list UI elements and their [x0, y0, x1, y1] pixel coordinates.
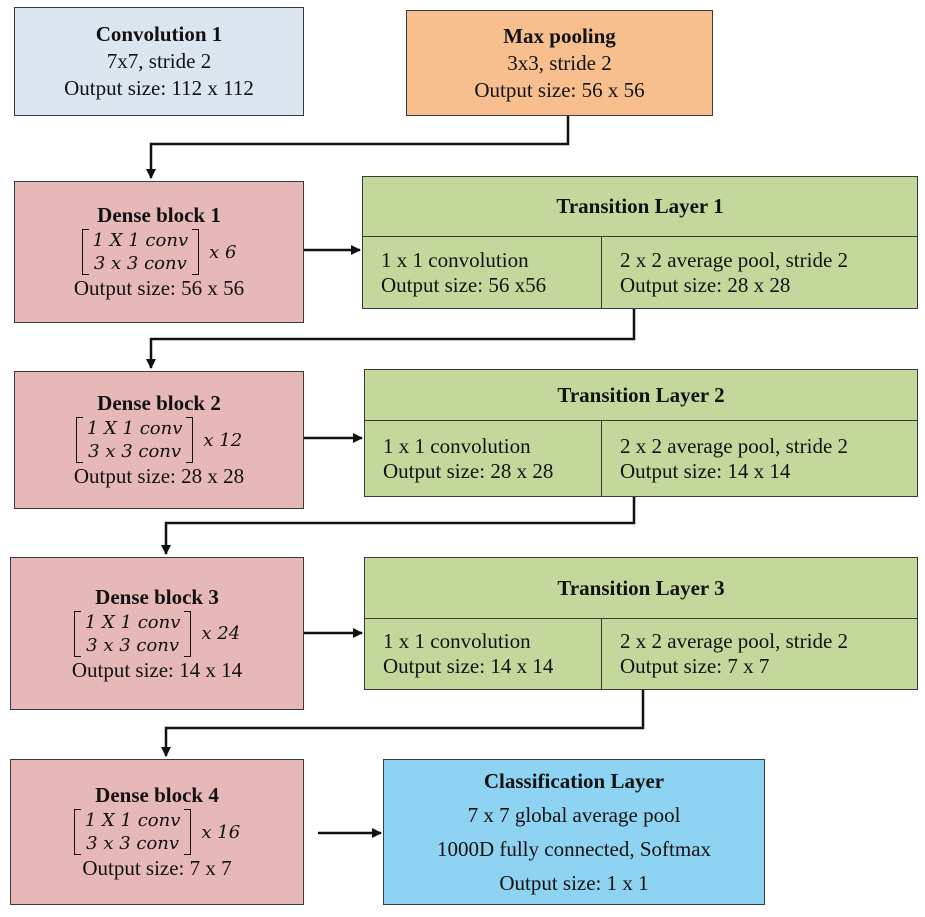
matrix-row-1: 1 X 1 conv: [84, 611, 181, 633]
arrow-maxpool-to-dense-1: [146, 116, 570, 179]
conv-output: Output size: 14 x 14: [383, 654, 554, 678]
dense-block-1-title: Dense block 1: [97, 203, 221, 227]
classification-layer-box: Classification Layer 7 x 7 global averag…: [383, 759, 765, 905]
transition-layer-1-pool-cell: 2 x 2 average pool, stride 2 Output size…: [601, 237, 917, 308]
transition-layer-3: Transition Layer 3 1 x 1 convolution Out…: [364, 557, 918, 690]
convolution-1-params: 7x7, stride 2: [106, 49, 212, 73]
repeat-count: x 6: [209, 241, 237, 263]
matrix-row-2: 3 x 3 conv: [86, 634, 180, 656]
pool-output: Output size: 14 x 14: [620, 458, 791, 483]
dense-block-4-output: Output size: 7 x 7: [82, 856, 232, 880]
classification-pool: 7 x 7 global average pool: [467, 803, 681, 827]
dense-block-3-title: Dense block 3: [95, 584, 219, 609]
convolution-1-output: Output size: 112 x 112: [64, 76, 254, 100]
dense-block-1-output: Output size: 56 x 56: [73, 276, 245, 300]
transition-layer-1-conv-cell: 1 x 1 convolution Output size: 56 x56: [363, 237, 601, 308]
transition-layer-3-pool-cell: 2 x 2 average pool, stride 2 Output size…: [601, 619, 917, 689]
dense-block-2-output: Output size: 28 x 28: [73, 464, 245, 488]
pool-label: 2 x 2 average pool, stride 2: [620, 247, 849, 272]
conv-label: 1 x 1 convolution: [383, 433, 531, 458]
matrix-row-1: 1 X 1 conv: [86, 418, 183, 439]
transition-layer-3-title: Transition Layer 3: [365, 558, 917, 619]
matrix-row-2: 3 x 3 conv: [86, 833, 180, 854]
conv-label: 1 x 1 convolution: [383, 629, 531, 653]
classification-layer-title: Classification Layer: [483, 769, 665, 793]
left-bracket: [73, 809, 81, 855]
pool-label: 2 x 2 average pool, stride 2: [620, 629, 849, 653]
pool-output: Output size: 28 x 28: [620, 272, 791, 297]
right-bracket: [184, 809, 192, 855]
dense-block-3-output: Output size: 14 x 14: [71, 657, 243, 682]
dense-block-1-matrix: 1 X 1 conv 3 x 3 conv x 6: [81, 229, 237, 275]
matrix-row-1: 1 X 1 conv: [84, 810, 181, 831]
left-bracket: [81, 229, 89, 275]
left-bracket: [73, 610, 81, 657]
transition-layer-2-title: Transition Layer 2: [365, 370, 917, 421]
conv-output: Output size: 56 x56: [381, 272, 547, 297]
convolution-1-box: Convolution 1 7x7, stride 2 Output size:…: [14, 7, 304, 116]
transition-layer-3-conv-cell: 1 x 1 convolution Output size: 14 x 14: [365, 619, 601, 689]
dense-block-4-title: Dense block 4: [95, 783, 219, 807]
dense-block-2-matrix: 1 X 1 conv 3 x 3 conv x 12: [75, 417, 243, 463]
max-pooling-params: 3x3, stride 2: [507, 50, 612, 75]
conv-label: 1 x 1 convolution: [381, 247, 529, 272]
transition-layer-2-pool-cell: 2 x 2 average pool, stride 2 Output size…: [601, 421, 917, 496]
dense-block-1-box: Dense block 1 1 X 1 conv 3 x 3 conv x 6 …: [14, 181, 304, 323]
pool-output: Output size: 7 x 7: [620, 654, 770, 678]
max-pooling-title: Max pooling: [503, 23, 616, 48]
repeat-count: x 24: [201, 623, 241, 644]
max-pooling-box: Max pooling 3x3, stride 2 Output size: 5…: [406, 10, 713, 116]
classification-fc: 1000D fully connected, Softmax: [436, 837, 712, 861]
convolution-1-title: Convolution 1: [95, 22, 223, 46]
transition-layer-1-title: Transition Layer 1: [363, 177, 917, 237]
conv-output: Output size: 28 x 28: [383, 458, 554, 483]
matrix-row-2: 3 x 3 conv: [88, 441, 182, 462]
classification-output: Output size: 1 x 1: [499, 871, 649, 895]
right-bracket: [186, 417, 194, 463]
dense-block-4-box: Dense block 4 1 X 1 conv 3 x 3 conv x 16…: [10, 759, 304, 905]
matrix-row-1: 1 X 1 conv: [92, 230, 189, 251]
transition-layer-1: Transition Layer 1 1 x 1 convolution Out…: [362, 176, 918, 309]
max-pooling-output: Output size: 56 x 56: [474, 77, 645, 102]
transition-layer-2-conv-cell: 1 x 1 convolution Output size: 28 x 28: [365, 421, 601, 496]
matrix-row-2: 3 x 3 conv: [93, 253, 187, 274]
dense-block-3-box: Dense block 3 1 X 1 conv 3 x 3 conv x 24…: [10, 557, 304, 710]
repeat-count: x 16: [201, 821, 241, 843]
pool-label: 2 x 2 average pool, stride 2: [620, 433, 849, 458]
dense-block-4-matrix: 1 X 1 conv 3 x 3 conv x 16: [73, 809, 241, 855]
repeat-count: x 12: [203, 429, 243, 451]
transition-layer-2: Transition Layer 2 1 x 1 convolution Out…: [364, 369, 918, 497]
dense-block-3-matrix: 1 X 1 conv 3 x 3 conv x 24: [73, 610, 241, 657]
right-bracket: [184, 610, 192, 657]
dense-block-2-title: Dense block 2: [97, 391, 221, 415]
right-bracket: [192, 229, 200, 275]
left-bracket: [75, 417, 83, 463]
dense-block-2-box: Dense block 2 1 X 1 conv 3 x 3 conv x 12…: [14, 371, 304, 509]
